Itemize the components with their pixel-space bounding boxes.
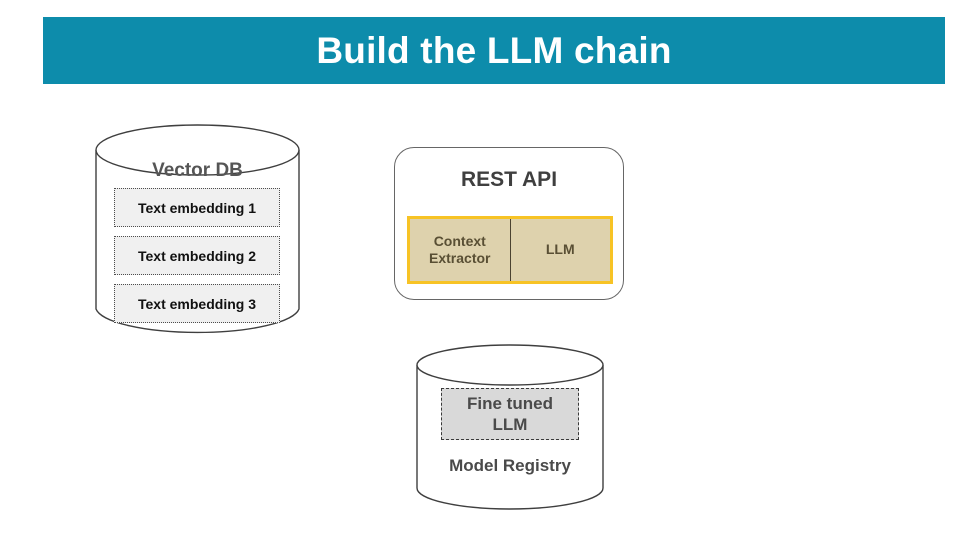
text-embedding-item: Text embedding 3 (114, 284, 280, 323)
model-registry-cylinder: Fine tuned LLM Model Registry (416, 344, 604, 510)
vector-db-label: Vector DB (152, 160, 243, 181)
service-label-line1: LLM (545, 241, 575, 258)
artifact-label-line1: Fine tuned (467, 393, 553, 413)
service-llm: LLM (511, 219, 611, 281)
text-embedding-item: Text embedding 2 (114, 236, 280, 275)
rest-api-panel: REST API Context Extractor LLM (394, 147, 624, 300)
artifact-label-line2: LLM (492, 415, 528, 434)
vector-db-cylinder: Vector DB Text embedding 1 Text embeddin… (95, 124, 300, 335)
service-label-line2: Extractor (429, 250, 491, 266)
rest-api-label: REST API (460, 168, 558, 191)
text-embedding-item: Text embedding 1 (114, 188, 280, 227)
title-banner: Build the LLM chain (43, 17, 945, 84)
service-context-extractor: Context Extractor (410, 219, 511, 281)
rest-api-service-row: Context Extractor LLM (407, 216, 613, 284)
page-title: Build the LLM chain (316, 30, 672, 71)
fine-tuned-llm-artifact: Fine tuned LLM (441, 388, 579, 440)
model-registry-label: Model Registry (449, 456, 571, 475)
service-label-line1: Context (433, 232, 486, 249)
